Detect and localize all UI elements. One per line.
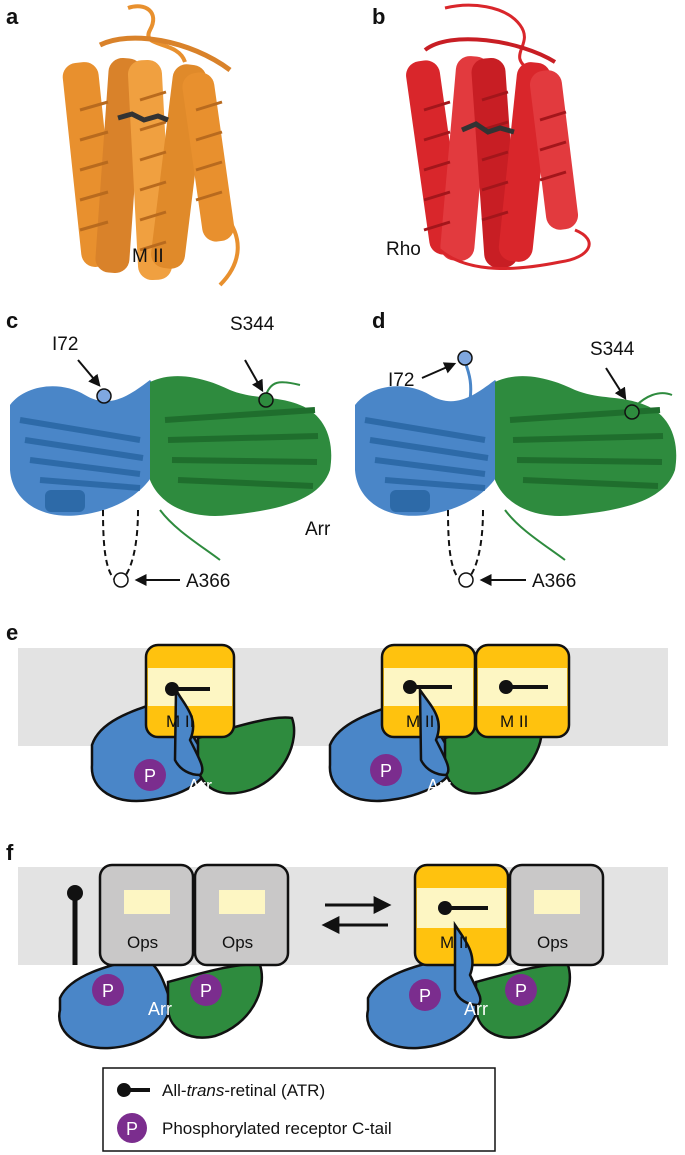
mii-label-e-right-1: M II: [406, 712, 434, 731]
panel-label-a: a: [6, 4, 19, 29]
residue-i72-label-c: I72: [52, 334, 78, 355]
disordered-ctail-c: [102, 509, 139, 581]
legend-phospho-label: Phosphorylated receptor C-tail: [162, 1119, 392, 1138]
legend-phospho-icon: [117, 1113, 147, 1143]
arr-label-f-left: Arr: [148, 999, 172, 1019]
panel-label-b: b: [372, 4, 385, 29]
arr-label-e-right: Arr: [427, 776, 451, 796]
panel-label-f: f: [6, 840, 14, 865]
rho-structure: [406, 3, 591, 270]
phospho-label-e-right: P: [380, 761, 392, 781]
arrow-s344-c: [244, 359, 264, 393]
residue-s344-marker-d: [624, 404, 640, 420]
panel-label-c: c: [6, 308, 18, 333]
ops-label-f-left-1: Ops: [127, 933, 158, 952]
residue-s344-marker-c: [258, 392, 274, 408]
mii-label-e-right-2: M II: [500, 712, 528, 731]
ops-label-f-right: Ops: [537, 933, 568, 952]
phospho-label-f-right-1: P: [419, 986, 431, 1006]
mii-label-f-right: M II: [440, 933, 468, 952]
phospho-label-f-left-1: P: [102, 981, 114, 1001]
residue-s344-label-d: S344: [590, 339, 635, 360]
arrestin-structure-d: [355, 361, 677, 561]
arrestin-label-c: Arr: [305, 519, 331, 540]
arrow-i72-c: [77, 359, 101, 387]
phospho-e-right: [370, 754, 402, 786]
disordered-ctail-d: [447, 509, 484, 581]
free-atr-head: [67, 885, 83, 901]
arrow-s344-d: [605, 367, 627, 401]
phospho-f-right-2: [505, 974, 537, 1006]
residue-i72-marker-c: [96, 388, 112, 404]
legend-phospho-symbol: P: [126, 1119, 138, 1139]
legend-box: [102, 1067, 496, 1152]
complex-f-left: [57, 863, 290, 1050]
panel-label-e: e: [6, 620, 18, 645]
rho-label: Rho: [386, 239, 421, 260]
phospho-f-right-1: [409, 979, 441, 1011]
arr-finger-e-left: [173, 689, 204, 777]
phospho-f-left-2: [190, 974, 222, 1006]
arrestin-structure-c: [10, 376, 332, 561]
arr-label-f-right: Arr: [464, 999, 488, 1019]
residue-a366-label-d: A366: [532, 571, 576, 592]
phospho-f-left-1: [92, 974, 124, 1006]
mii-label: M II: [132, 246, 164, 267]
arrow-i72-d: [421, 362, 457, 379]
phospho-e-left: [134, 759, 166, 791]
arr-finger-f-right: [453, 920, 482, 1007]
arr-finger-e-right: [418, 685, 450, 777]
ops-label-f-left-2: Ops: [222, 933, 253, 952]
phospho-label-f-left-2: P: [200, 981, 212, 1001]
residue-i72-label-d: I72: [388, 370, 414, 391]
residue-a366-marker-c: [113, 572, 129, 588]
residue-a366-marker-d: [458, 572, 474, 588]
legend-atr-label: All-trans-retinal (ATR): [162, 1081, 325, 1100]
phospho-label-f-right-2: P: [515, 981, 527, 1001]
phospho-label-e-left: P: [144, 766, 156, 786]
arr-label-e-left: Arr: [188, 776, 212, 796]
residue-a366-label-c: A366: [186, 571, 230, 592]
residue-i72-marker-d: [457, 350, 473, 366]
mii-label-e-left: M II: [166, 712, 194, 731]
residue-s344-label-c: S344: [230, 314, 275, 335]
panel-label-d: d: [372, 308, 385, 333]
mii-structure: [62, 4, 240, 287]
